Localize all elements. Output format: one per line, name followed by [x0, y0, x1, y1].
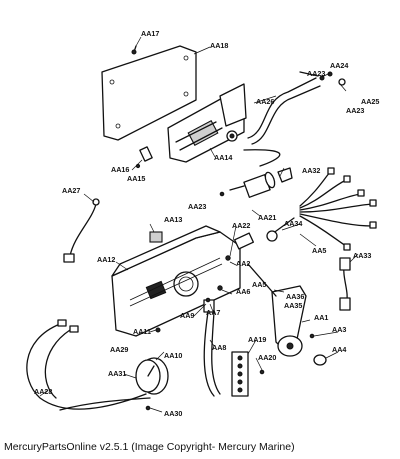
control-housing	[111, 225, 241, 337]
label-aa23-mid: AA23	[346, 106, 364, 115]
label-aa8: AA8	[212, 343, 226, 352]
cable-assembly	[243, 71, 346, 167]
label-aa10: AA10	[164, 351, 182, 360]
label-aa22: AA22	[232, 221, 250, 230]
label-aa19: AA19	[248, 335, 266, 344]
label-aa24: AA24	[330, 61, 348, 70]
screw-top	[131, 45, 137, 55]
small-pins	[135, 146, 153, 169]
label-aa33: AA33	[353, 251, 371, 260]
label-aa29: AA29	[110, 345, 128, 354]
label-aa35: AA35	[284, 301, 302, 310]
harness-plug	[339, 257, 351, 311]
label-aa17: AA17	[141, 29, 159, 38]
label-aa12: AA12	[97, 255, 115, 264]
mounting-plate	[101, 45, 197, 141]
small-bracket	[149, 231, 163, 243]
trim-gauge	[135, 357, 169, 395]
label-aa14: AA14	[214, 153, 232, 162]
label-aa32: AA32	[302, 166, 320, 175]
label-aa34: AA34	[284, 219, 302, 228]
label-aa18: AA18	[210, 41, 228, 50]
label-aa5-right: AA5	[312, 246, 326, 255]
label-aa6: AA6	[236, 287, 250, 296]
part-labels: AA17 AA18 AA23 AA24 AA25 AA23 AA26 AA16 …	[34, 29, 379, 418]
label-aa4: AA4	[332, 345, 346, 354]
label-aa21: AA21	[258, 213, 276, 222]
exploded-view-svg: AA17 AA18 AA23 AA24 AA25 AA23 AA26 AA16 …	[26, 29, 379, 418]
label-aa3: AA3	[332, 325, 346, 334]
label-aa23-low: AA23	[188, 202, 206, 211]
label-aa27: AA27	[62, 186, 80, 195]
screws	[145, 285, 315, 411]
label-aa16: AA16	[111, 165, 129, 174]
image-caption: MercuryPartsOnline v2.5.1 (Image Copyrig…	[4, 441, 295, 453]
label-aa23-top: AA23	[307, 69, 325, 78]
label-aa25: AA25	[361, 97, 379, 106]
label-aa36: AA36	[286, 292, 304, 301]
label-aa30: AA30	[164, 409, 182, 418]
terminal-block	[231, 351, 249, 397]
label-aa28: AA28	[34, 387, 52, 396]
parts-diagram: AA17 AA18 AA23 AA24 AA25 AA23 AA26 AA16 …	[26, 29, 379, 418]
label-aa20: AA20	[258, 353, 276, 362]
label-aa2: AA2	[236, 259, 250, 268]
label-aa1: AA1	[314, 313, 328, 322]
label-aa26: AA26	[256, 97, 274, 106]
ignition-switch	[219, 167, 293, 198]
shift-mechanism	[167, 83, 247, 163]
label-aa5-mid: AA5	[252, 280, 266, 289]
leader-lines	[39, 36, 359, 413]
label-aa31: AA31	[108, 369, 126, 378]
label-aa11: AA11	[133, 327, 151, 336]
label-aa13: AA13	[164, 215, 182, 224]
wiring-harness	[299, 167, 377, 251]
trim-switch-parts	[225, 217, 295, 261]
label-aa15: AA15	[127, 174, 145, 183]
label-aa9: AA9	[180, 311, 194, 320]
lanyard-cable	[63, 198, 100, 263]
label-aa7: AA7	[206, 308, 220, 317]
gauge-wires	[26, 319, 151, 411]
control-handle	[247, 263, 327, 366]
